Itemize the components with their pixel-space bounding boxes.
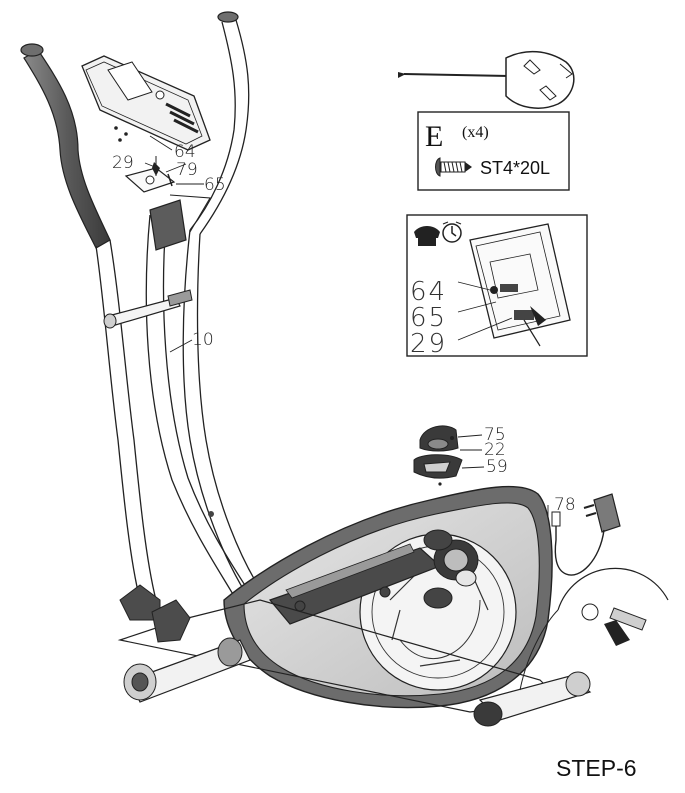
- arrow-icon: [604, 620, 630, 646]
- part-label-78: 78: [554, 495, 576, 515]
- phone-icon: [414, 226, 440, 246]
- console: [81, 55, 211, 151]
- hardware-spec: ST4*20L: [480, 158, 550, 178]
- part-label-22: 22: [484, 440, 506, 460]
- left-handlebar: [20, 43, 157, 601]
- clock-icon: [442, 221, 462, 243]
- part-label-10: 10: [192, 330, 214, 350]
- hardware-box: E (x4) ST4*20L: [417, 111, 570, 191]
- part-label-65: 65: [204, 175, 226, 195]
- part-label-59: 59: [486, 457, 508, 477]
- detail-box: 64 65 29: [406, 214, 588, 359]
- detail-label-65: 65: [410, 303, 447, 333]
- power-adapter: [551, 493, 621, 576]
- part-label-79: 79: [176, 160, 198, 180]
- tool-icon: [398, 50, 575, 109]
- main-mast: [103, 194, 259, 611]
- part-label-75: 75: [484, 425, 506, 445]
- flywheel-housing: [223, 485, 553, 709]
- base-frame: [117, 584, 592, 727]
- console-bracket: [124, 156, 176, 193]
- part-label-64: 64: [174, 142, 196, 162]
- screw-icon: [435, 157, 472, 177]
- step-label: STEP-6: [556, 755, 637, 781]
- hardware-quantity: (x4): [462, 124, 489, 141]
- hardware-letter: E: [425, 120, 443, 153]
- part-label-29: 29: [112, 153, 134, 173]
- part-labels: 64 29 79 65 10 75 22 59 78: [112, 142, 576, 515]
- detail-label-29: 29: [410, 329, 447, 359]
- detail-label-64: 64: [410, 277, 447, 307]
- power-socket-detail: [519, 567, 669, 691]
- pulley-cover-parts: [413, 425, 463, 486]
